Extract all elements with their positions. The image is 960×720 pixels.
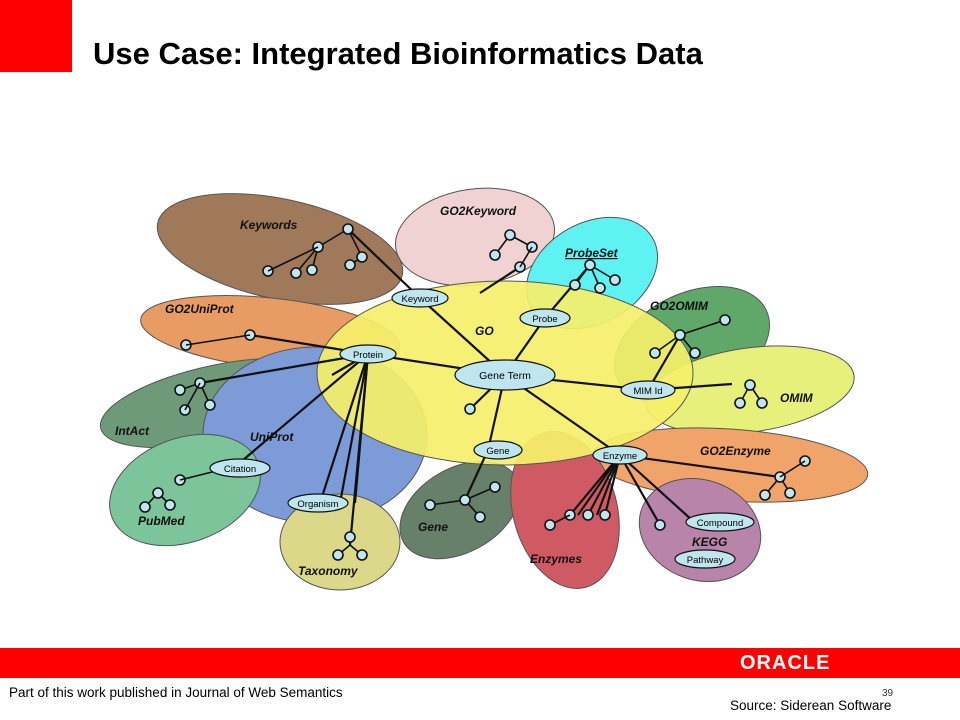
node-mim-id: MIM Id xyxy=(620,380,676,400)
node-organism: Organism xyxy=(287,493,349,513)
label-keywords: Keywords xyxy=(240,218,298,232)
label-pubmed: PubMed xyxy=(138,514,185,528)
node-pathway: Pathway xyxy=(674,549,736,569)
svg-text:Gene: Gene xyxy=(486,446,509,457)
node-enzyme: Enzyme xyxy=(592,445,648,465)
label-go2keyword: GO2Keyword xyxy=(440,204,517,218)
label-go2omim: GO2OMIM xyxy=(650,299,709,313)
source-credit: Source: Siderean Software xyxy=(730,698,892,713)
footer-red-bar xyxy=(0,648,960,678)
leaf-trees xyxy=(139,223,811,561)
svg-text:Pathway: Pathway xyxy=(687,555,724,566)
label-uniprot: UniProt xyxy=(250,430,294,444)
bioinformatics-diagram: Keyword Probe Protein Gene Term MIM Id C… xyxy=(100,187,869,591)
svg-text:Enzyme: Enzyme xyxy=(603,451,637,462)
node-probe: Probe xyxy=(519,308,571,328)
label-omim: OMIM xyxy=(780,391,814,405)
label-go2uniprot: GO2UniProt xyxy=(165,302,235,316)
node-gene: Gene xyxy=(473,440,523,460)
red-corner-block xyxy=(0,0,72,72)
svg-text:Gene Term: Gene Term xyxy=(479,370,531,382)
labeled-nodes: Keyword Probe Protein Gene Term MIM Id C… xyxy=(209,288,755,569)
svg-text:Probe: Probe xyxy=(532,314,557,325)
label-intact: IntAct xyxy=(115,424,150,438)
node-compound: Compound xyxy=(685,512,755,532)
svg-text:Compound: Compound xyxy=(697,518,743,529)
footnote-text: Part of this work published in Journal o… xyxy=(9,685,343,700)
svg-text:Protein: Protein xyxy=(353,350,383,361)
label-taxonomy: Taxonomy xyxy=(298,564,359,578)
oracle-logo: ORACLE xyxy=(740,652,831,674)
svg-text:Keyword: Keyword xyxy=(402,294,439,305)
label-gene: Gene xyxy=(418,520,448,534)
label-go2enzyme: GO2Enzyme xyxy=(700,444,771,458)
node-gene-term: Gene Term xyxy=(454,359,556,391)
node-keyword: Keyword xyxy=(391,288,449,308)
label-probeset: ProbeSet xyxy=(565,246,619,260)
node-citation: Citation xyxy=(209,458,271,478)
cluster-taxonomy xyxy=(279,493,401,591)
node-protein: Protein xyxy=(339,344,397,364)
svg-text:MIM Id: MIM Id xyxy=(633,386,662,397)
svg-text:Citation: Citation xyxy=(224,464,256,475)
label-enzymes: Enzymes xyxy=(530,552,582,566)
page-number: 39 xyxy=(882,688,894,699)
label-kegg: KEGG xyxy=(692,535,727,549)
slide-title: Use Case: Integrated Bioinformatics Data xyxy=(93,36,703,71)
svg-text:Organism: Organism xyxy=(297,499,338,510)
label-go: GO xyxy=(475,324,494,338)
